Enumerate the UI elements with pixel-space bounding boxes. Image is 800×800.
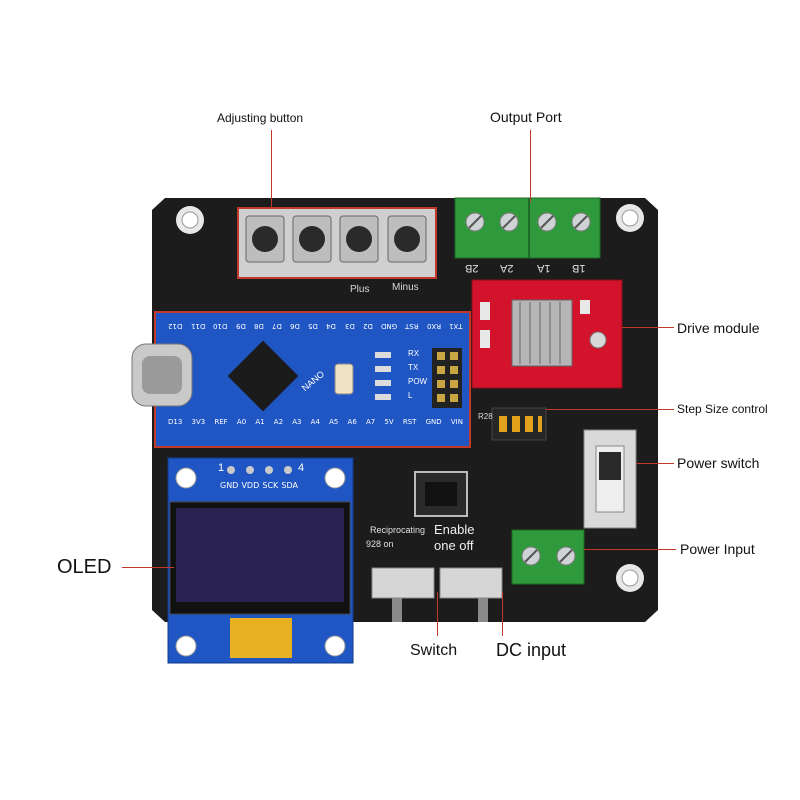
nano-bottom-pin-7: A4 [310, 418, 320, 426]
nano-top-pin-8: D4 [326, 322, 337, 330]
nano-bottom-pin-2: REF [214, 418, 228, 426]
nano-top-pin-4: D8 [253, 322, 264, 330]
nano-bottom-pin-labels: D13 3V3 REF A0 A1 A2 A3 A4 A5 A6 A7 5V RST GND VIN [168, 418, 463, 426]
callout-power-switch: Power switch [677, 455, 760, 471]
switch-mode-text-1: Reciprocating [370, 525, 426, 535]
callout-dc-input: DC input [496, 640, 567, 660]
nano-bottom-pin-4: A1 [255, 418, 265, 426]
nano-top-pin-1: D11 [190, 322, 205, 330]
oled-pin-0: GND [220, 481, 239, 490]
switch-mode-text-2: 928 on [366, 539, 394, 549]
nano-top-pin-labels: D12 D11 D10 D9 D8 D7 D6 D5 D4 D3 D2 GND RST RX0 TX1 [168, 322, 463, 330]
button-label-plus: Plus [350, 284, 370, 295]
callout-switch: Switch [410, 642, 458, 659]
callout-output-port: Output Port [490, 109, 562, 125]
nano-led-rx: RX [408, 349, 420, 358]
power-input-terminal [511, 529, 585, 585]
step-size-dip-switch [491, 407, 547, 441]
nano-top-pin-10: D2 [362, 322, 373, 330]
nano-bottom-pin-10: A7 [365, 418, 376, 426]
nano-top-pin-13: RX0 [427, 322, 442, 330]
oled-pin-1: VDD [241, 481, 260, 490]
arduino-nano [131, 311, 471, 448]
callout-power-input: Power Input [680, 541, 755, 557]
nano-top-pin-0: D12 [168, 322, 183, 330]
nano-led-l: L [408, 391, 413, 400]
button-label-minus: Minus [392, 282, 419, 293]
nano-bottom-pin-5: A2 [273, 418, 284, 426]
callout-line-dc-input [502, 592, 503, 636]
callout-line-step-size [546, 409, 674, 410]
adjusting-buttons [237, 207, 437, 279]
nano-bottom-pin-3: A0 [236, 418, 247, 426]
nano-top-pin-2: D10 [213, 322, 228, 330]
callout-line-adjusting-button [271, 130, 272, 208]
nano-bottom-pin-14: VIN [450, 418, 463, 426]
callout-step-size-control: Step Size control [677, 402, 768, 416]
slide-switches [371, 567, 503, 622]
nano-bottom-pin-13: GND [425, 418, 442, 426]
enable-text-1: Enable [434, 522, 475, 537]
oled-pin-2: SCK [262, 481, 279, 490]
nano-top-pin-14: TX1 [449, 322, 463, 330]
callout-adjusting-button: Adjusting button [217, 111, 304, 125]
nano-bottom-pin-9: A6 [347, 418, 357, 426]
enable-text-2: one off [434, 538, 474, 553]
nano-led-tx: TX [408, 363, 419, 372]
output-pin-1b: 1B [572, 262, 586, 274]
nano-top-pin-5: D7 [272, 322, 282, 330]
nano-bottom-pin-6: A3 [292, 418, 302, 426]
drive-module [471, 279, 623, 389]
r28-label: R28 [478, 412, 493, 421]
nano-top-pin-12: RST [405, 322, 419, 330]
callout-line-drive-module [622, 327, 674, 328]
callout-line-output-port [530, 130, 531, 202]
callout-line-power-switch [636, 463, 674, 464]
output-terminal-block [454, 197, 601, 259]
output-pin-1a: 1A [537, 262, 551, 274]
nano-bottom-pin-1: 3V3 [191, 418, 206, 426]
callout-drive-module: Drive module [677, 320, 760, 336]
nano-top-pin-7: D5 [308, 322, 319, 330]
callout-oled: OLED [57, 556, 112, 578]
nano-bottom-pin-12: RST [402, 418, 417, 426]
nano-bottom-pin-0: D13 [168, 418, 183, 426]
mounting-holes [176, 204, 644, 592]
nano-top-pin-3: D9 [235, 322, 246, 330]
nano-top-pin-11: GND [380, 322, 397, 330]
callout-line-switch [437, 592, 438, 636]
output-pin-2b: 2B [465, 262, 479, 274]
voltage-regulator [414, 471, 468, 517]
oled-pin-3: SDA [281, 481, 298, 490]
power-switch-component [583, 429, 637, 529]
oled-pin-number-4: 4 [298, 462, 305, 474]
callout-line-oled [122, 567, 174, 568]
nano-top-pin-6: D6 [290, 322, 300, 330]
output-pin-2a: 2A [500, 262, 514, 274]
nano-led-pow: POW [408, 377, 428, 386]
oled-pin-number-1: 1 [218, 462, 225, 474]
nano-bottom-pin-8: A5 [329, 418, 339, 426]
nano-bottom-pin-11: 5V [384, 418, 394, 426]
oled-module [167, 457, 354, 664]
nano-top-pin-9: D3 [344, 322, 355, 330]
callout-line-power-input [584, 549, 676, 550]
